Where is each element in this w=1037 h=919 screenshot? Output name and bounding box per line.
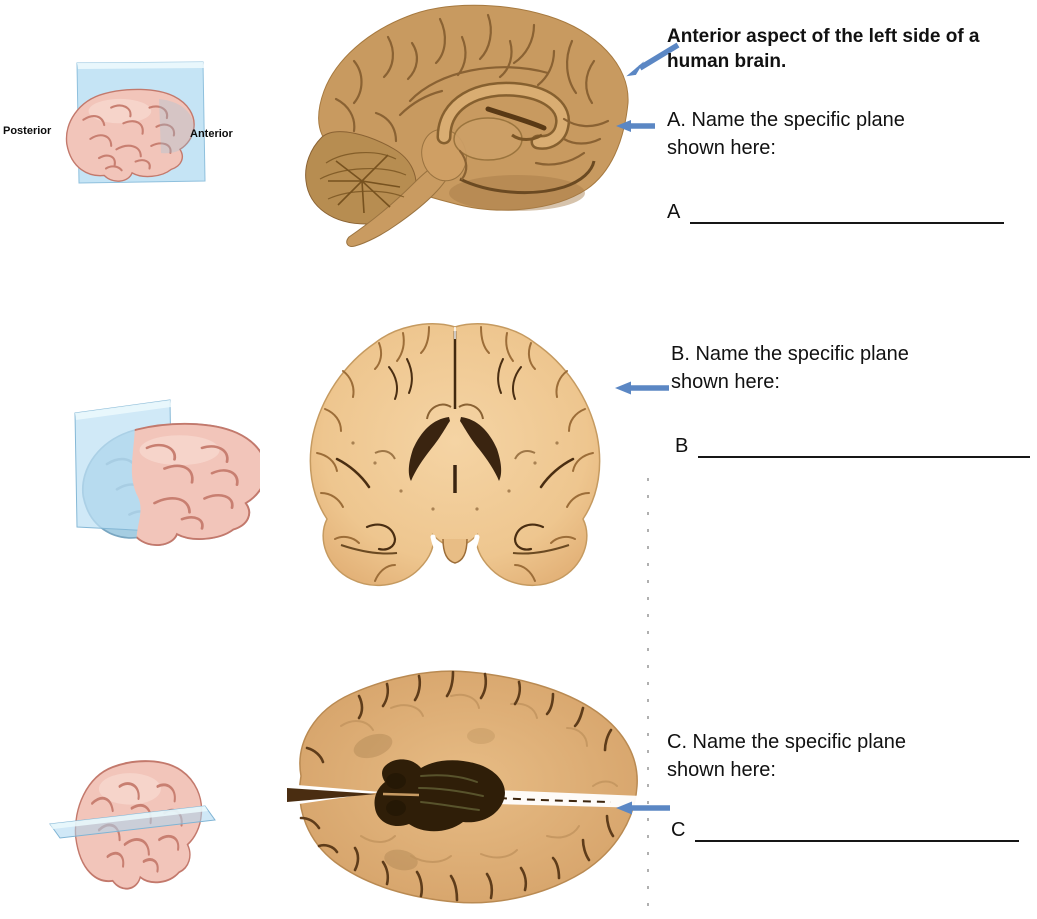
coronal-section-photo <box>283 313 641 605</box>
horizontal-plane-illustration <box>49 760 216 890</box>
sagittal-section-photo <box>292 3 644 256</box>
anterior-label: Anterior <box>190 128 233 140</box>
answer-b-label: B <box>675 435 689 457</box>
answer-b-blank[interactable] <box>698 432 1031 458</box>
plane-diagram-sagittal <box>55 55 245 190</box>
horizontal-section-photo <box>271 656 649 914</box>
column-guide-dashes <box>647 478 649 916</box>
answer-a-label: A <box>667 201 681 223</box>
arrow-to-horizontal-section-icon <box>612 799 674 817</box>
sagittal-plane-illustration <box>65 61 206 184</box>
arrow-to-frontal-pole-icon <box>613 118 659 134</box>
answer-row-a: A <box>667 198 1005 224</box>
answer-c-blank[interactable] <box>695 816 1020 842</box>
arrow-to-coronal-section-icon <box>611 379 673 397</box>
plane-diagram-coronal <box>60 392 260 547</box>
arrow-to-brain-top-icon <box>616 42 680 82</box>
answer-c-label: C <box>671 819 686 841</box>
answer-a-blank[interactable] <box>690 198 1005 224</box>
question-c-prompt: C. Name the specific plane shown here: <box>667 731 907 781</box>
answer-row-b: B <box>675 432 1031 458</box>
question-a-prompt: A. Name the specific plane shown here: <box>667 109 905 159</box>
plane-diagram-horizontal <box>45 745 245 890</box>
coronal-plane-illustration <box>74 399 260 546</box>
answer-row-c: C <box>671 816 1020 842</box>
question-b-prompt: B. Name the specific plane shown here: <box>671 343 909 393</box>
posterior-label: Posterior <box>3 125 52 137</box>
photo-caption: Anterior aspect of the left side of a hu… <box>667 26 980 72</box>
